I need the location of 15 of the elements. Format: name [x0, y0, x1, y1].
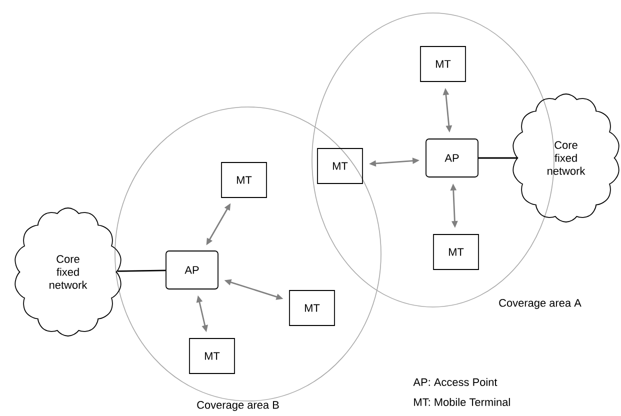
mobile-terminal-box: MT [420, 46, 466, 82]
legend-note: MT: Mobile Terminal [414, 398, 510, 406]
network-cloud: Core fixed network [14, 208, 122, 336]
access-point-box: AP [166, 250, 218, 290]
mobile-terminal-box: MT [221, 162, 267, 198]
legend-note: AP: Access Point [413, 378, 498, 386]
mobile-terminal-box: MT [289, 290, 335, 326]
mobile-terminal-box: MT [317, 148, 363, 184]
access-point-box: AP [426, 138, 478, 178]
mobile-terminal-box: MT [433, 234, 479, 270]
connector-line [478, 157, 518, 159]
network-cloud: Core fixed network [512, 94, 620, 222]
node-label: Coverage area B [197, 401, 279, 411]
connector-line [118, 270, 166, 272]
mobile-terminal-box: MT [189, 338, 235, 374]
